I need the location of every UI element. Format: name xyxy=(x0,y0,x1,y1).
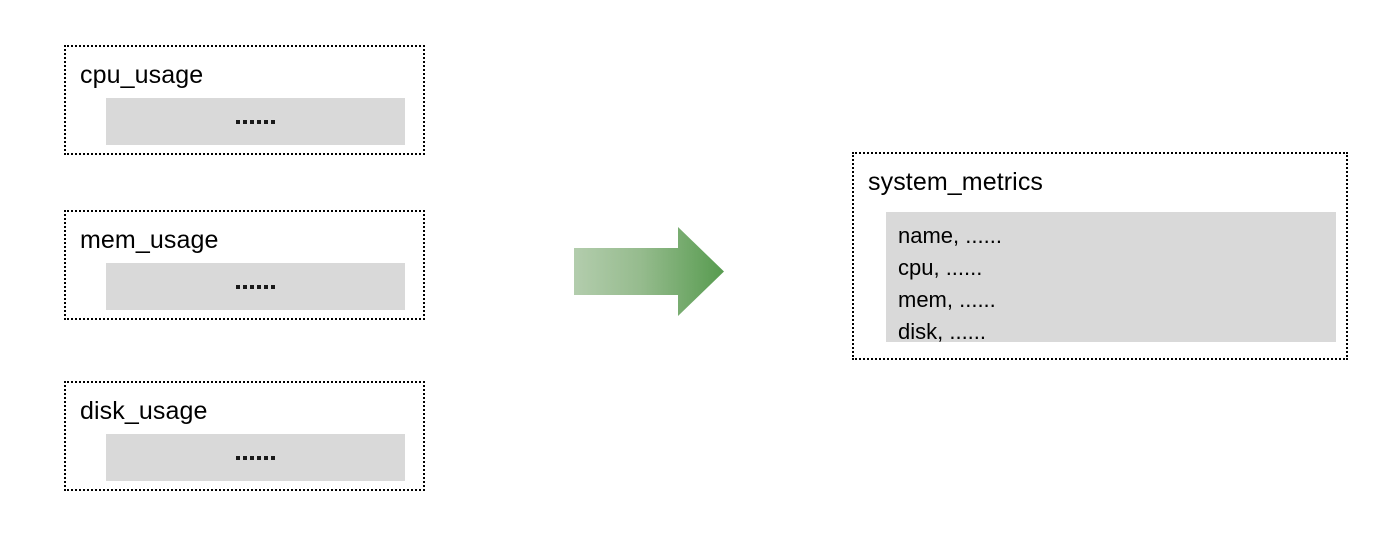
source-node-title: cpu_usage xyxy=(80,61,204,89)
source-node-disk-usage[interactable]: disk_usage xyxy=(64,381,425,491)
target-node-title: system_metrics xyxy=(868,168,1044,196)
source-node-cpu-usage[interactable]: cpu_usage xyxy=(64,45,425,155)
source-node-title: disk_usage xyxy=(80,397,208,425)
target-field-row: disk, ...... xyxy=(898,319,987,344)
ellipsis-icon xyxy=(106,434,405,481)
source-node-mem-usage[interactable]: mem_usage xyxy=(64,210,425,320)
target-field-row: cpu, ...... xyxy=(898,255,983,280)
source-node-content-panel xyxy=(106,434,405,481)
target-node-content-panel: name, ...... cpu, ...... mem, ...... dis… xyxy=(886,212,1336,344)
target-field-row: mem, ...... xyxy=(898,287,996,312)
source-node-content-panel xyxy=(106,263,405,310)
source-node-title: mem_usage xyxy=(80,226,219,254)
ellipsis-icon xyxy=(106,263,405,310)
source-node-content-panel xyxy=(106,98,405,145)
merge-arrow-icon xyxy=(574,227,724,316)
target-field-row: name, ...... xyxy=(898,223,1002,248)
ellipsis-icon xyxy=(106,98,405,145)
target-node-system-metrics[interactable]: system_metrics name, ...... cpu, ...... … xyxy=(852,152,1348,360)
